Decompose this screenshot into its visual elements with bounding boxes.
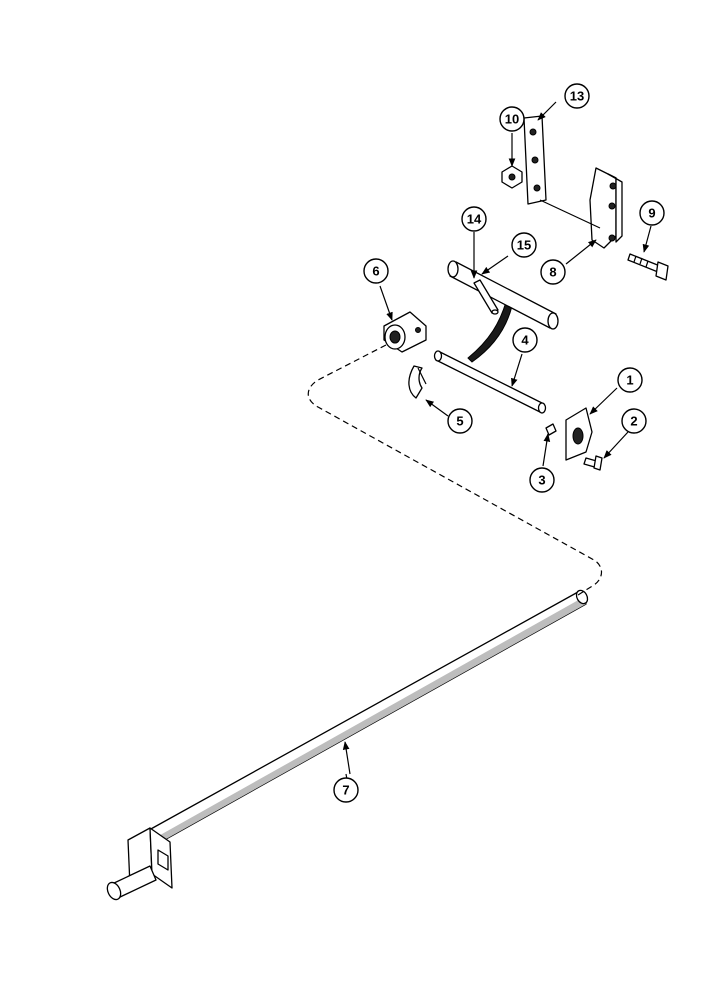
nut-part-10: [501, 165, 523, 189]
plate-part-13: [523, 115, 601, 229]
callout-3: 3: [529, 467, 555, 493]
bolt-part-2: [583, 455, 603, 471]
spring-strip: [467, 301, 513, 363]
assembly-dashed-line: [307, 344, 603, 596]
long-shaft-part-7: [106, 589, 589, 901]
callout-7: 7: [333, 777, 359, 803]
svg-text:2: 2: [630, 414, 637, 429]
rod-part-4: [433, 350, 547, 414]
callout-1: 1: [617, 367, 643, 393]
svg-text:7: 7: [342, 783, 349, 798]
callout-4: 4: [512, 327, 538, 353]
callout-13: 13: [564, 83, 590, 109]
callout-2: 2: [621, 408, 647, 434]
svg-text:1: 1: [626, 373, 633, 388]
collar-part-6: [383, 311, 427, 353]
bolt-part-9: [627, 253, 669, 281]
callout-8: 8: [540, 259, 566, 285]
bracket-part-8: [589, 167, 623, 249]
pin-part-3: [545, 423, 557, 436]
callout-14: 14: [461, 206, 487, 232]
callout-10: 10: [499, 106, 525, 132]
svg-text:5: 5: [456, 414, 463, 429]
leader-lines: [342, 101, 652, 797]
svg-text:13: 13: [570, 89, 584, 104]
svg-text:3: 3: [538, 473, 545, 488]
callout-15: 15: [511, 232, 537, 258]
svg-text:8: 8: [549, 265, 556, 280]
callout-5: 5: [447, 408, 473, 434]
svg-text:9: 9: [648, 206, 655, 221]
svg-text:4: 4: [521, 333, 529, 348]
svg-text:6: 6: [372, 264, 379, 279]
callout-9: 9: [639, 200, 665, 226]
bracket-part-1: [565, 407, 593, 461]
svg-text:14: 14: [467, 212, 482, 227]
svg-text:10: 10: [505, 112, 519, 127]
svg-text:15: 15: [517, 238, 531, 253]
cotter-pin-part-5: [408, 365, 427, 399]
callout-6: 6: [363, 258, 389, 284]
